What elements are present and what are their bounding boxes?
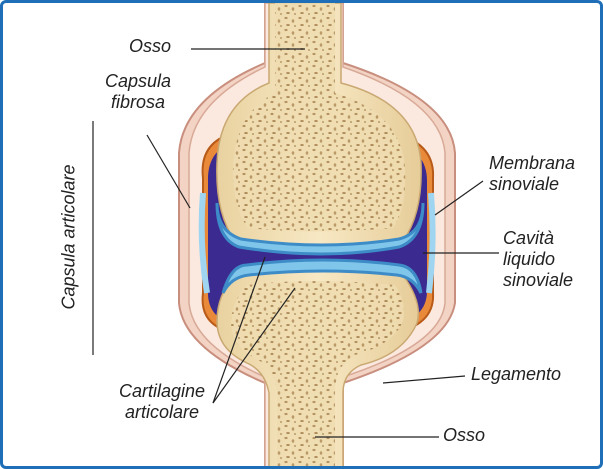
label-synovial-cavity-line3: sinoviale xyxy=(503,270,573,291)
label-ligament: Legamento xyxy=(471,364,561,385)
label-fibrous-capsule-line2: fibrosa xyxy=(93,92,183,113)
label-fibrous-capsule: Capsula fibrosa xyxy=(93,71,183,113)
label-synovial-cavity-line2: liquido xyxy=(503,249,573,270)
label-bone-bottom: Osso xyxy=(443,425,485,446)
label-articular-capsule: Capsula articolare xyxy=(59,164,80,309)
label-synovial-cavity: Cavità liquido sinoviale xyxy=(503,228,573,291)
label-bone-top: Osso xyxy=(129,36,171,57)
label-articular-cartilage: Cartilagine articolare xyxy=(107,381,217,423)
label-articular-cartilage-line1: Cartilagine xyxy=(107,381,217,402)
label-synovial-membrane-line1: Membrana xyxy=(489,153,575,174)
label-synovial-membrane-line2: sinoviale xyxy=(489,174,575,195)
label-articular-cartilage-line2: articolare xyxy=(107,402,217,423)
label-synovial-membrane: Membrana sinoviale xyxy=(489,153,575,195)
leader-legamento xyxy=(383,376,465,383)
label-synovial-cavity-line1: Cavità xyxy=(503,228,573,249)
label-fibrous-capsule-line1: Capsula xyxy=(93,71,183,92)
